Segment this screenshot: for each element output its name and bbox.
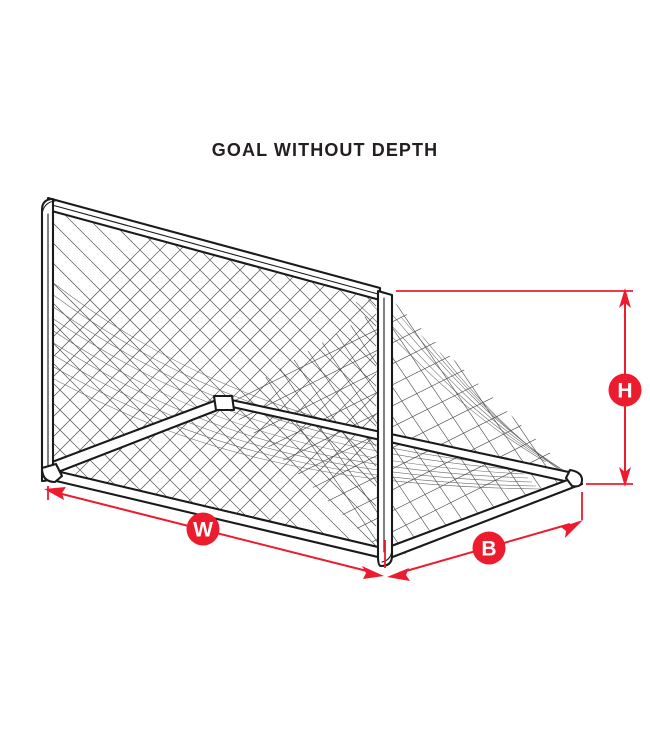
frame-ground-bar-rear-right	[220, 396, 580, 486]
page-title: GOAL WITHOUT DEPTH	[211, 140, 439, 160]
frame-right-post	[376, 289, 394, 568]
frame-ground-junction	[212, 394, 236, 412]
dimension-badge-w	[186, 512, 220, 546]
dimension-badge-h	[608, 373, 642, 407]
net-drape	[52, 281, 575, 490]
frame-ground-bar-front-left	[50, 468, 384, 560]
dimension-badge-b	[472, 531, 506, 565]
dimension-label-b: B	[481, 538, 496, 561]
frame-left-post	[40, 197, 56, 483]
dimension-w: W	[44, 486, 384, 579]
frame-left-base-corner	[40, 462, 64, 484]
frame-rear-right-corner	[564, 468, 584, 488]
dimension-b: B	[384, 492, 583, 581]
dimension-label-h: H	[617, 380, 632, 403]
dimension-h: H	[396, 288, 642, 487]
dimension-label-w: W	[193, 519, 213, 542]
frame-crossbar	[46, 196, 382, 302]
